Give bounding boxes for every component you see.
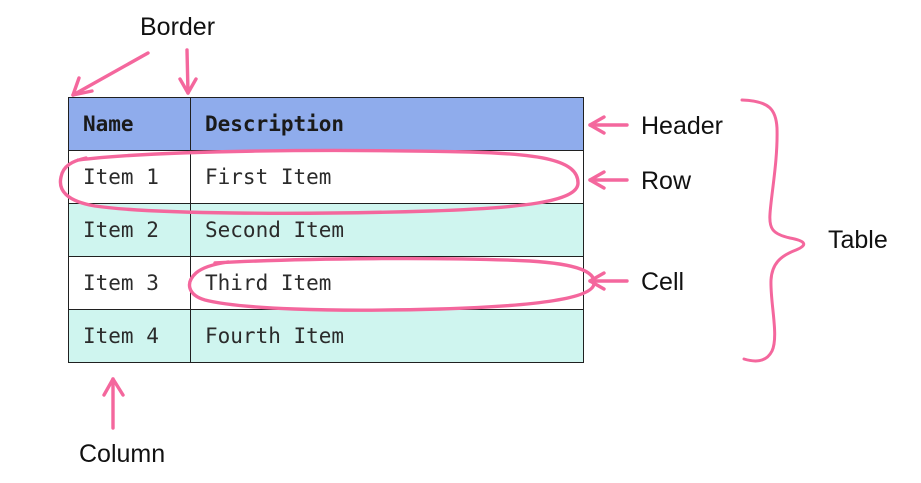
- table-row: Item 3 Third Item: [68, 256, 584, 310]
- column-header-description: Description: [190, 97, 584, 151]
- table-brace: [740, 98, 806, 363]
- cell-name: Item 2: [68, 203, 191, 257]
- column-header-name: Name: [68, 97, 191, 151]
- annotation-label-header: Header: [641, 112, 723, 140]
- table-row: Item 4 Fourth Item: [68, 309, 584, 363]
- annotation-label-cell: Cell: [641, 268, 685, 296]
- table-header: Name Description: [68, 97, 584, 151]
- header-arrow: [588, 115, 629, 135]
- cell-name: Item 4: [68, 309, 191, 363]
- cell-description: Third Item: [190, 256, 584, 310]
- table-row: Item 1 First Item: [68, 150, 584, 204]
- header-row: Name Description: [68, 97, 584, 151]
- border-arrow-vertical: [178, 48, 198, 95]
- annotation-label-table: Table: [828, 226, 888, 254]
- cell-name: Item 1: [68, 150, 191, 204]
- cell-description: First Item: [190, 150, 584, 204]
- cell-name: Item 3: [68, 256, 191, 310]
- table-container: Name Description Item 1 First Item Item …: [68, 97, 584, 363]
- table-row: Item 2 Second Item: [68, 203, 584, 257]
- cell-arrow: [588, 271, 629, 291]
- demo-table: Name Description Item 1 First Item Item …: [68, 97, 584, 363]
- column-arrow: [102, 377, 125, 430]
- row-arrow: [588, 170, 629, 190]
- border-arrow-diagonal: [71, 51, 150, 97]
- cell-description: Fourth Item: [190, 309, 584, 363]
- annotation-label-border: Border: [140, 13, 216, 41]
- table-body: Item 1 First Item Item 2 Second Item Ite…: [68, 150, 584, 363]
- annotation-label-column: Column: [79, 440, 166, 468]
- cell-description: Second Item: [190, 203, 584, 257]
- annotation-label-row: Row: [641, 167, 692, 195]
